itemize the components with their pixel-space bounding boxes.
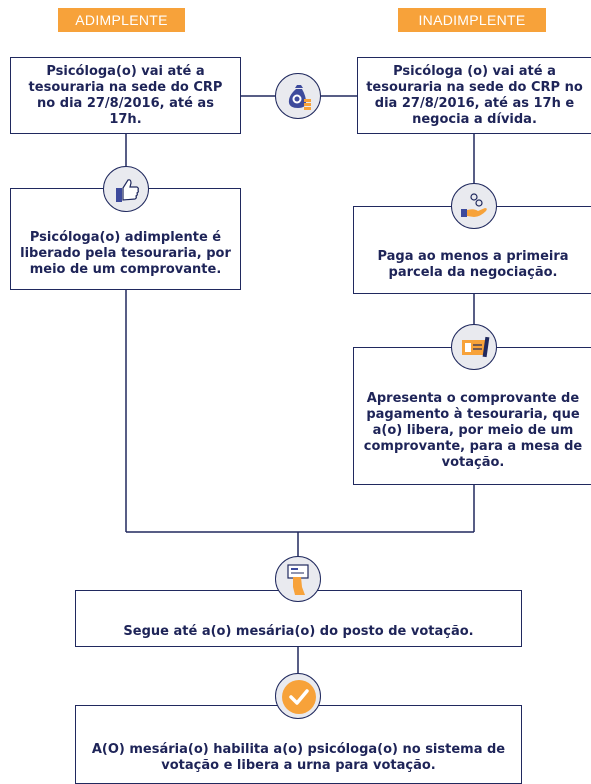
step-left-1: Psicóloga(o) vai até a tesouraria na sed… [10, 57, 241, 134]
check-receipt-circle [451, 324, 497, 370]
checkmark-icon [282, 680, 316, 714]
hand-coins-icon [461, 193, 487, 217]
step-center-1-text: Segue até a(o) mesária(o) do posto de vo… [123, 623, 474, 639]
hand-coins-circle [451, 183, 497, 229]
thumbs-up-icon [116, 179, 139, 202]
thumbs-up-circle [103, 166, 149, 212]
header-inadimplente: INADIMPLENTE [398, 8, 546, 32]
step-right-3: Apresenta o comprovante de pagamento à t… [353, 347, 591, 485]
money-bag-icon [288, 85, 311, 110]
hand-card-icon [287, 564, 309, 595]
step-center-2-text: A(O) mesária(o) habilita a(o) psicóloga(… [91, 741, 506, 773]
checkmark-circle [275, 673, 321, 719]
money-bag-circle [275, 73, 321, 119]
check-receipt-icon [462, 336, 490, 358]
step-right-3-text: Apresenta o comprovante de pagamento à t… [363, 391, 583, 470]
step-right-1: Psicóloga (o) vai até a tesouraria na se… [357, 57, 591, 134]
hand-card-circle [275, 556, 321, 602]
step-left-2-text: Psicóloga(o) adimplente é liberado pela … [20, 230, 231, 277]
step-left-1-text: Psicóloga(o) vai até a tesouraria na sed… [28, 63, 223, 127]
header-adimplente: ADIMPLENTE [58, 8, 185, 32]
step-right-1-text: Psicóloga (o) vai até a tesouraria na se… [366, 63, 583, 127]
step-right-2-text: Paga ao menos a primeira parcela da nego… [377, 249, 569, 280]
